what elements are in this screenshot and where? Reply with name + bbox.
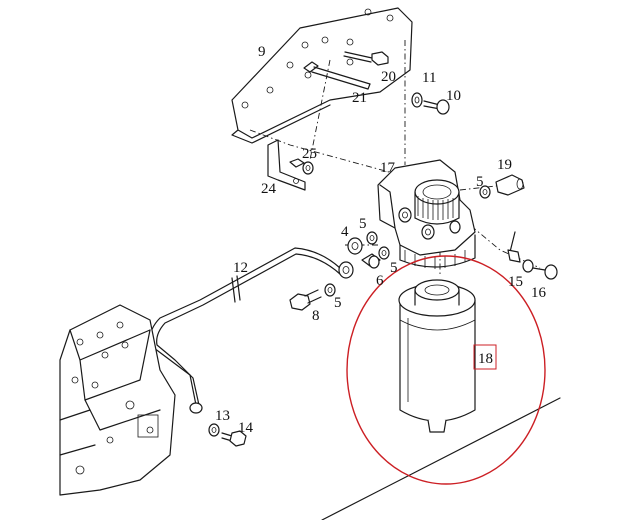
bolt-10 [423,99,450,115]
part-labels: 9 20 21 11 10 25 17 19 5 24 4 5 5 6 12 5… [215,44,547,436]
label-part-4: 4 [341,224,349,240]
bolt-8 [289,289,322,311]
label-part-10: 10 [446,88,461,104]
label-part-5-lower: 5 [334,295,342,311]
label-part-25: 25 [302,146,317,162]
washer-5-lower [324,283,336,297]
label-part-24: 24 [261,181,277,197]
washer-5-mid [378,246,390,260]
label-part-11: 11 [422,70,436,86]
banjo-bolt-6 [361,253,381,269]
washer-5-left [366,231,378,245]
bolt-16 [532,264,558,280]
filter-cartridge-18 [398,279,476,433]
label-part-12: 12 [233,260,248,276]
washer-13 [208,423,220,437]
label-part-19: 19 [497,157,512,173]
bolt-20 [343,51,389,66]
bolt-21 [303,61,371,90]
label-part-9: 9 [258,44,266,60]
reference-line [321,397,561,520]
highlight-label-box [473,344,497,370]
label-part-13: 13 [215,408,230,424]
filter-head-17 [377,159,476,269]
fitting-4 [347,237,363,255]
engine-block [59,304,176,496]
washer-11 [411,92,423,108]
washer-5-top [479,185,491,199]
bolt-14 [221,430,247,447]
label-part-6: 6 [376,273,384,289]
fuel-line-12 [149,247,354,414]
label-part-16: 16 [531,285,547,301]
bolt-25 [289,158,314,175]
mounting-bracket [231,7,413,144]
label-part-5-top: 5 [476,174,484,190]
fitting-19 [495,174,525,196]
label-part-5-mid: 5 [390,260,398,276]
label-part-15: 15 [508,274,523,290]
label-part-18: 18 [478,351,493,367]
highlight-circle [346,255,546,485]
label-part-8: 8 [312,308,320,324]
bracket-24 [267,139,306,191]
label-part-20: 20 [381,69,396,85]
label-part-5-left: 5 [359,216,367,232]
sensor-15 [507,231,534,273]
label-part-14: 14 [238,420,254,436]
label-part-17: 17 [380,160,396,176]
label-part-21: 21 [352,90,367,106]
